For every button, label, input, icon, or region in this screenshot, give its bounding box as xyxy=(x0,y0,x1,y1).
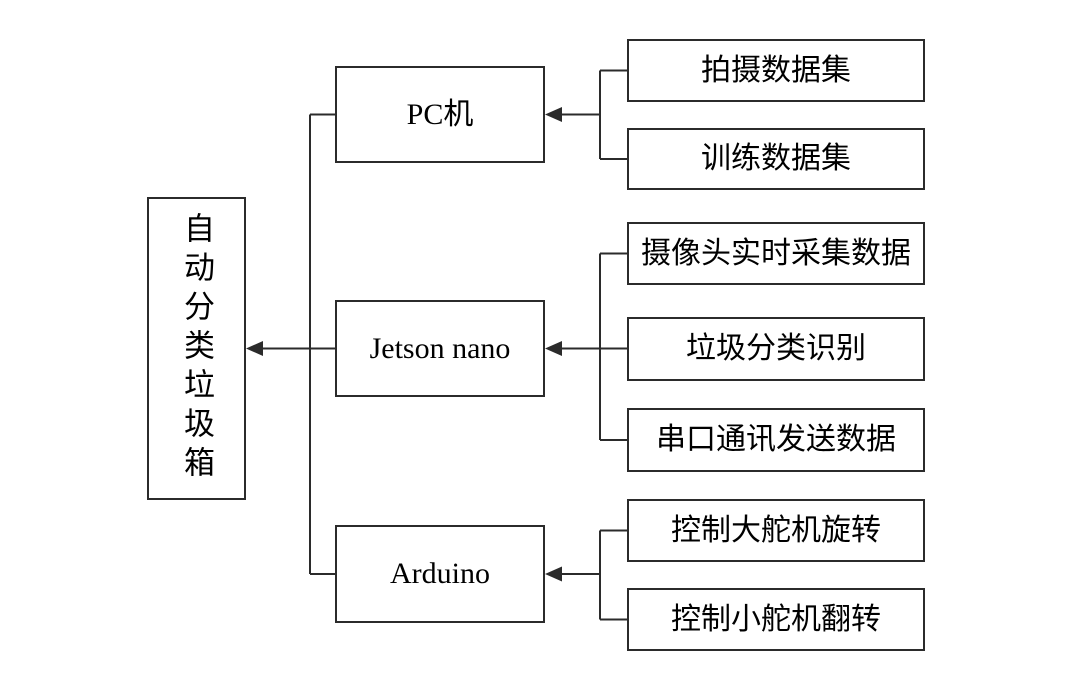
task-box-capture-dataset: 拍摄数据集 xyxy=(627,39,925,102)
task-label: 串口通讯发送数据 xyxy=(656,423,896,456)
arrow-to-root-head-icon xyxy=(246,341,263,356)
task-box-garbage-classification: 垃圾分类识别 xyxy=(627,317,925,381)
module-box-pc: PC机 xyxy=(335,66,545,163)
task-box-serial-send-data: 串口通讯发送数据 xyxy=(627,408,925,472)
module-box-arduino: Arduino xyxy=(335,525,545,623)
task-label: 控制大舵机旋转 xyxy=(671,513,881,547)
arrow-to-jetson-head-icon xyxy=(545,341,562,356)
trunk-line xyxy=(309,113,335,575)
arrow-to-arduino-head-icon xyxy=(545,566,562,582)
module-label-arduino: Arduino xyxy=(390,557,490,590)
task-label: 垃圾分类识别 xyxy=(686,332,866,365)
root-node-label: 自动分类垃圾箱 xyxy=(179,212,214,485)
bracket-group-2 xyxy=(562,252,627,441)
module-label-pc: PC机 xyxy=(406,97,474,131)
task-label: 训练数据集 xyxy=(701,142,851,175)
task-box-train-dataset: 训练数据集 xyxy=(627,128,925,190)
bracket-group-3 xyxy=(562,529,627,621)
module-label-jetson: Jetson nano xyxy=(369,331,511,365)
bracket-group-1 xyxy=(599,69,627,160)
task-box-camera-realtime-data: 摄像头实时采集数据 xyxy=(627,222,925,285)
task-box-large-servo-rotate: 控制大舵机旋转 xyxy=(627,499,925,562)
task-label: 控制小舵机翻转 xyxy=(671,602,881,636)
task-label: 摄像头实时采集数据 xyxy=(641,236,911,270)
task-box-small-servo-flip: 控制小舵机翻转 xyxy=(627,588,925,651)
module-box-jetson: Jetson nano xyxy=(335,300,545,397)
task-label: 拍摄数据集 xyxy=(701,53,851,87)
root-node-box: 自动分类垃圾箱 xyxy=(147,197,246,500)
arrow-to-pc-head-icon xyxy=(545,107,562,122)
